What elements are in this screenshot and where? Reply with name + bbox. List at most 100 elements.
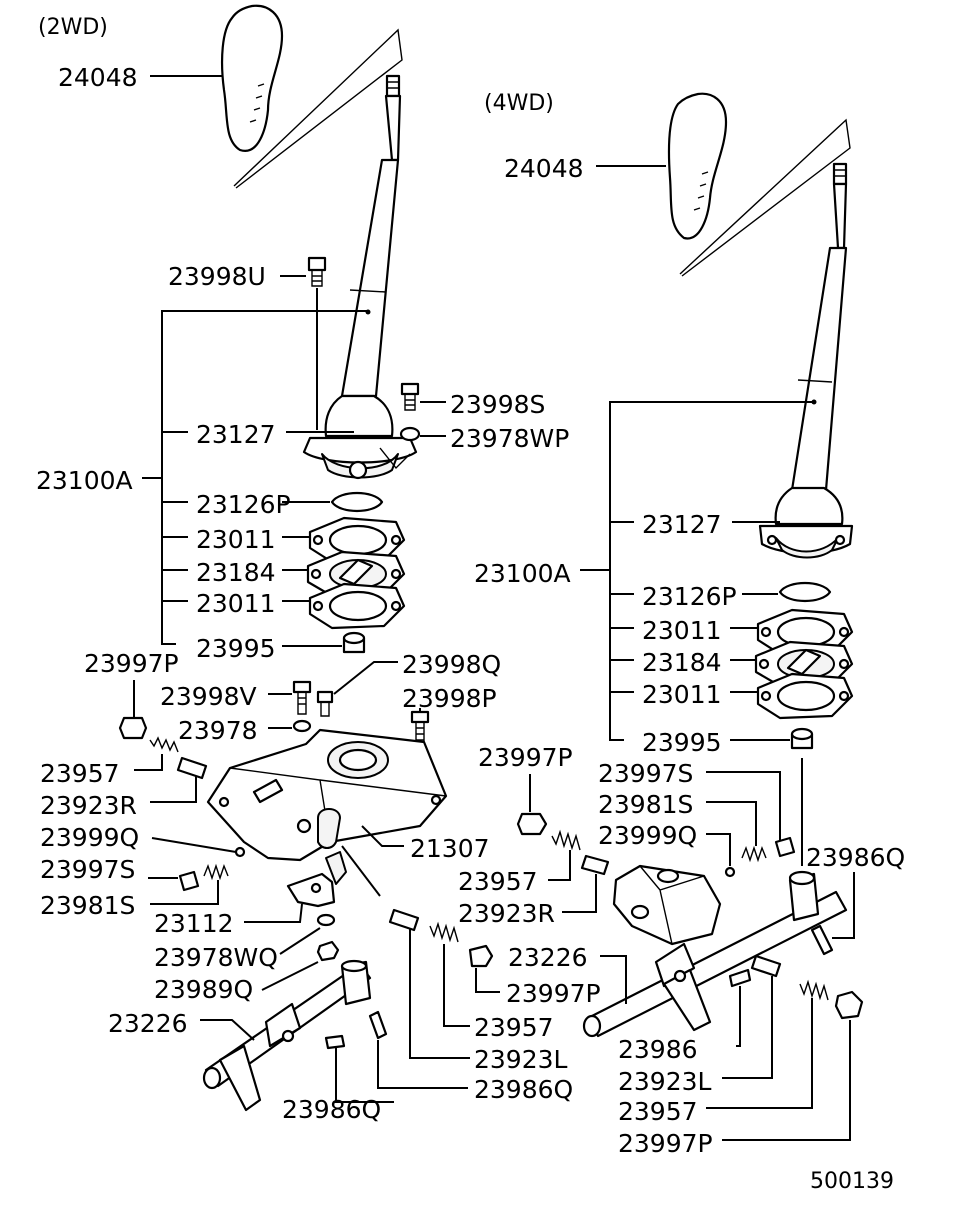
roll-pin-23986Q-a bbox=[324, 1034, 346, 1050]
label-23995-4wd: 23995 bbox=[642, 728, 722, 757]
roll-pin-23986-4wd bbox=[728, 968, 752, 988]
label-23998V: 23998V bbox=[160, 682, 257, 711]
label-23995-2wd: 23995 bbox=[196, 634, 276, 663]
washer-23978WP bbox=[399, 426, 421, 442]
label-23999Q-4wd: 23999Q bbox=[598, 821, 697, 850]
shaft-23226-2wd bbox=[202, 959, 372, 1112]
boot-23127-2wd bbox=[302, 394, 418, 480]
pin-23923L-4wd bbox=[750, 954, 782, 978]
label-23957-2wd: 23957 bbox=[40, 759, 120, 788]
label-23997P-2wd: 23997P bbox=[84, 649, 179, 678]
label-23011-upper-2wd: 23011 bbox=[196, 525, 276, 554]
label-23986Q-2wd-b: 23986Q bbox=[474, 1075, 573, 1104]
seat-23126P-4wd bbox=[778, 581, 832, 603]
label-23978WP: 23978WP bbox=[450, 424, 569, 453]
label-23011-upper-4wd: 23011 bbox=[642, 616, 722, 645]
label-23997S-4wd: 23997S bbox=[598, 759, 693, 788]
pin-23923R-2wd bbox=[176, 756, 208, 780]
bolt-23998U bbox=[307, 256, 327, 287]
label-24048-4wd: 24048 bbox=[504, 154, 584, 183]
plug-23997P-4wd bbox=[516, 812, 548, 836]
shift-lever-4wd bbox=[790, 162, 848, 492]
label-23011-lower-4wd: 23011 bbox=[642, 680, 722, 709]
bolt-23998V bbox=[292, 680, 312, 715]
label-23986Q-2wd-a: 23986Q bbox=[282, 1095, 381, 1124]
roll-pin-23986Q-4wd bbox=[810, 924, 834, 956]
label-23226-2wd: 23226 bbox=[108, 1009, 188, 1038]
spring-23981S-4wd bbox=[741, 845, 767, 863]
label-23923L-4wd: 23923L bbox=[618, 1067, 712, 1096]
label-23989Q: 23989Q bbox=[154, 975, 253, 1004]
label-23997P-4wd: 23997P bbox=[478, 743, 573, 772]
plug-23997P-2wd bbox=[118, 716, 148, 740]
spring-23957-2wd-b bbox=[429, 921, 459, 943]
label-23997S-2wd: 23997S bbox=[40, 855, 135, 884]
plate-23184-2wd bbox=[306, 550, 406, 598]
label-24048-2wd: 24048 bbox=[58, 63, 138, 92]
shift-knob-4wd bbox=[667, 92, 728, 240]
gasket-23011-lower-4wd bbox=[756, 672, 854, 720]
gasket-23011-lower-2wd bbox=[308, 582, 406, 630]
spring-23957-2wd bbox=[149, 736, 179, 753]
label-23998P: 23998P bbox=[402, 684, 497, 713]
label-23957-4wd: 23957 bbox=[458, 867, 538, 896]
label-23112: 23112 bbox=[154, 909, 234, 938]
washer-23978 bbox=[292, 719, 312, 733]
label-23986-4wd: 23986 bbox=[618, 1035, 698, 1064]
gasket-23011-upper-2wd bbox=[308, 516, 406, 564]
roll-pin-23986Q-b bbox=[368, 1010, 388, 1040]
plate-23184-4wd bbox=[754, 640, 854, 688]
label-21307: 21307 bbox=[410, 834, 490, 863]
label-23997P-4wd-b: 23997P bbox=[618, 1129, 713, 1158]
spring-23957-4wd bbox=[551, 829, 581, 851]
label-23957-4wd-b: 23957 bbox=[618, 1097, 698, 1126]
plug-23997P-4wd-b bbox=[834, 990, 864, 1020]
ball-23999Q-2wd bbox=[234, 846, 246, 858]
label-23126P-2wd: 23126P bbox=[196, 490, 291, 519]
label-23998U: 23998U bbox=[168, 262, 266, 291]
bolt-23998S bbox=[400, 382, 420, 411]
label-23184-4wd: 23184 bbox=[642, 648, 722, 677]
label-23998S: 23998S bbox=[450, 390, 545, 419]
drawing-number: 500139 bbox=[810, 1169, 894, 1194]
washer-23978WQ bbox=[316, 913, 336, 927]
selector-housing-4wd bbox=[612, 864, 722, 946]
boot-23127-4wd bbox=[758, 486, 854, 559]
variant-2wd-label: (2WD) bbox=[38, 15, 108, 40]
pin-23923L-2wd bbox=[388, 908, 420, 932]
bolt-23998Q bbox=[316, 690, 334, 717]
label-23923R-4wd: 23923R bbox=[458, 899, 555, 928]
label-23981S-4wd: 23981S bbox=[598, 790, 693, 819]
plug-23997S-4wd bbox=[774, 836, 796, 858]
bracket-23112 bbox=[286, 851, 347, 908]
shaft-23226-4wd bbox=[582, 870, 848, 1038]
nut-23989Q bbox=[316, 940, 340, 962]
label-23127-4wd: 23127 bbox=[642, 510, 722, 539]
label-23957-2wd-b: 23957 bbox=[474, 1013, 554, 1042]
label-23999Q-2wd: 23999Q bbox=[40, 823, 139, 852]
spring-23981S-2wd bbox=[203, 863, 229, 881]
label-23978: 23978 bbox=[178, 716, 258, 745]
label-23981S-2wd: 23981S bbox=[40, 891, 135, 920]
label-23011-lower-2wd: 23011 bbox=[196, 589, 276, 618]
label-23184-2wd: 23184 bbox=[196, 558, 276, 587]
label-23923R-2wd: 23923R bbox=[40, 791, 137, 820]
bushing-23995-4wd bbox=[790, 727, 814, 750]
label-23997P-2wd-b: 23997P bbox=[506, 979, 601, 1008]
plug-23997P-2wd-b bbox=[468, 944, 494, 968]
label-23127-2wd: 23127 bbox=[196, 420, 276, 449]
label-23998Q: 23998Q bbox=[402, 650, 501, 679]
shift-knob-2wd bbox=[220, 4, 284, 152]
label-23100A-4wd: 23100A bbox=[474, 559, 571, 588]
label-23226-4wd: 23226 bbox=[508, 943, 588, 972]
bushing-23995-2wd bbox=[342, 631, 366, 654]
pin-23923R-4wd bbox=[580, 854, 610, 876]
label-23126P-4wd: 23126P bbox=[642, 582, 737, 611]
seat-23126P-2wd bbox=[330, 491, 384, 513]
label-23923L-2wd: 23923L bbox=[474, 1045, 568, 1074]
label-23978WQ: 23978WQ bbox=[154, 943, 278, 972]
shift-lever-2wd bbox=[340, 74, 402, 398]
label-23986Q-4wd: 23986Q bbox=[806, 843, 905, 872]
case-21307 bbox=[206, 728, 448, 862]
